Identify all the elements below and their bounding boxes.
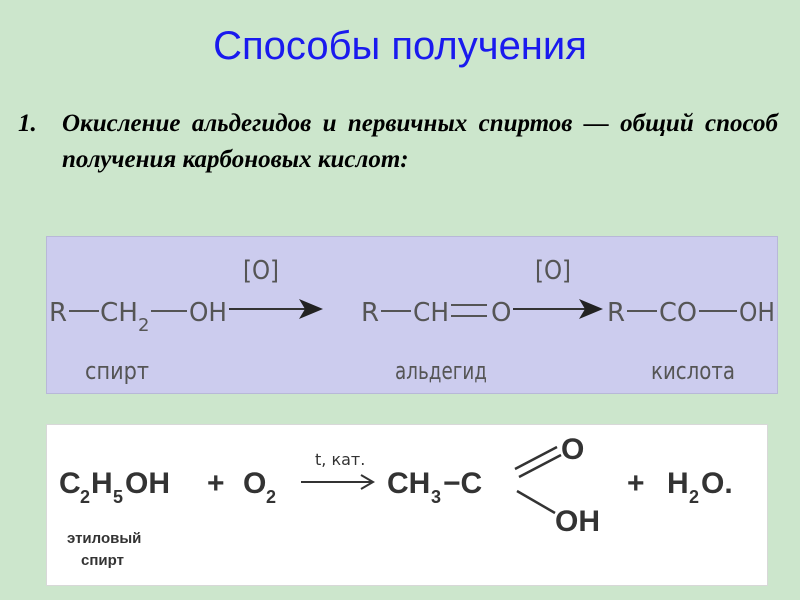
o-atom: O bbox=[491, 298, 511, 328]
eq-arrow-head bbox=[360, 474, 375, 490]
ch2-subscript: 2 bbox=[138, 315, 149, 336]
page-title: Способы получения bbox=[213, 24, 587, 68]
eq-o2-sub: 2 bbox=[266, 487, 276, 507]
eq-h2o-sub: 2 bbox=[689, 487, 699, 507]
arrow-1-head bbox=[299, 299, 323, 319]
eq-oh: OH bbox=[125, 467, 170, 500]
eq-h2o-o: O. bbox=[701, 467, 733, 500]
eq-h-sub: 5 bbox=[113, 487, 123, 507]
eq-h: H bbox=[91, 467, 113, 500]
item-number: 1. bbox=[18, 110, 37, 137]
eq-single-bond bbox=[516, 489, 556, 515]
oh-group-3: OH bbox=[739, 298, 775, 328]
eq-c-sub: 2 bbox=[80, 487, 90, 507]
eq-condition: t, кат. bbox=[315, 450, 365, 469]
eq-ch3: CH bbox=[387, 467, 430, 500]
label-kislota: кислота bbox=[651, 357, 735, 385]
oxidation-scheme: [O] [O] R CH 2 OH R CH O R CO bbox=[46, 236, 778, 394]
r-group-2: R bbox=[361, 298, 379, 328]
eq-o2: O bbox=[243, 467, 266, 500]
reagent-o-2: [O] bbox=[535, 256, 571, 286]
eq-ch3-sub: 3 bbox=[431, 487, 441, 507]
ch2-group: CH bbox=[100, 298, 138, 328]
scheme-svg: [O] [O] R CH 2 OH R CH O R CO bbox=[49, 256, 775, 385]
eq-label-line1: этиловый bbox=[67, 530, 141, 547]
arrow-2-head bbox=[579, 299, 603, 319]
equation-svg: C 2 H 5 OH + O 2 t, кат. CH 3 −C O OH + … bbox=[59, 433, 733, 569]
co-group: CO bbox=[659, 298, 697, 328]
eq-o-top: O bbox=[561, 433, 584, 466]
eq-double-bond-b bbox=[518, 453, 562, 479]
item-text: Окисление альдегидов и первичных спиртов… bbox=[62, 110, 778, 173]
label-aldegid: альдегид bbox=[395, 357, 487, 385]
list-item-1: 1. Окисление альдегидов и первичных спир… bbox=[18, 106, 778, 178]
eq-plus-1: + bbox=[207, 467, 225, 500]
eq-double-bond-a bbox=[514, 445, 558, 471]
eq-c-bond: −C bbox=[443, 467, 482, 500]
label-spirt: спирт bbox=[85, 357, 149, 385]
eq-plus-2: + bbox=[627, 467, 645, 500]
oh-group-1: OH bbox=[189, 298, 227, 328]
reagent-o-1: [O] bbox=[243, 256, 279, 286]
ch-group: CH bbox=[413, 298, 449, 328]
eq-label-line2: спирт bbox=[81, 552, 124, 569]
ethanol-equation: C 2 H 5 OH + O 2 t, кат. CH 3 −C O OH + … bbox=[46, 424, 768, 586]
eq-oh-bottom: OH bbox=[555, 505, 600, 538]
eq-c: C bbox=[59, 467, 81, 500]
r-group-3: R bbox=[607, 298, 625, 328]
eq-h2o-h: H bbox=[667, 467, 689, 500]
r-group-1: R bbox=[49, 298, 67, 328]
